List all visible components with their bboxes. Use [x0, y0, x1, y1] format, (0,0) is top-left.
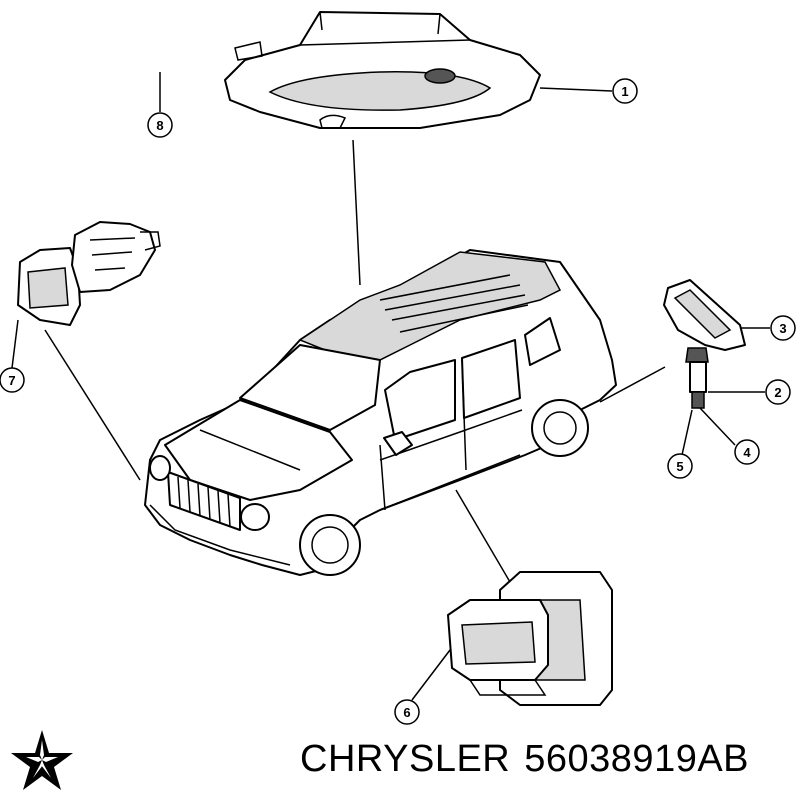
callout-1-label: 1 — [621, 84, 628, 99]
chrysler-pentastar-icon — [11, 730, 73, 790]
brand-name: CHRYSLER — [300, 738, 511, 780]
callout-7: 7 — [0, 367, 25, 393]
callout-6: 6 — [394, 699, 420, 725]
callout-2: 2 — [765, 379, 791, 405]
overhead-console — [224, 11, 541, 129]
callout-3: 3 — [770, 315, 796, 341]
callout-5-label: 5 — [676, 459, 683, 474]
sensor-connector-left — [17, 221, 161, 326]
part-number: 56038919AB — [524, 738, 750, 780]
callout-8-label: 8 — [156, 118, 163, 133]
vehicle — [144, 249, 617, 576]
sensor-bracket-right — [663, 279, 746, 409]
callout-6-label: 6 — [403, 705, 410, 720]
footer-part-label: CHRYSLER 56038919AB — [300, 738, 800, 781]
callout-8: 8 — [147, 112, 173, 138]
callout-3-label: 3 — [779, 321, 786, 336]
callout-4: 4 — [734, 439, 760, 465]
callout-5: 5 — [667, 453, 693, 479]
callout-2-label: 2 — [774, 385, 781, 400]
callout-4-label: 4 — [743, 445, 751, 460]
callout-1: 1 — [612, 78, 638, 104]
leader-lines — [11, 72, 770, 701]
callout-7-label: 7 — [8, 373, 15, 388]
sensor-housing-bottom — [447, 571, 613, 706]
